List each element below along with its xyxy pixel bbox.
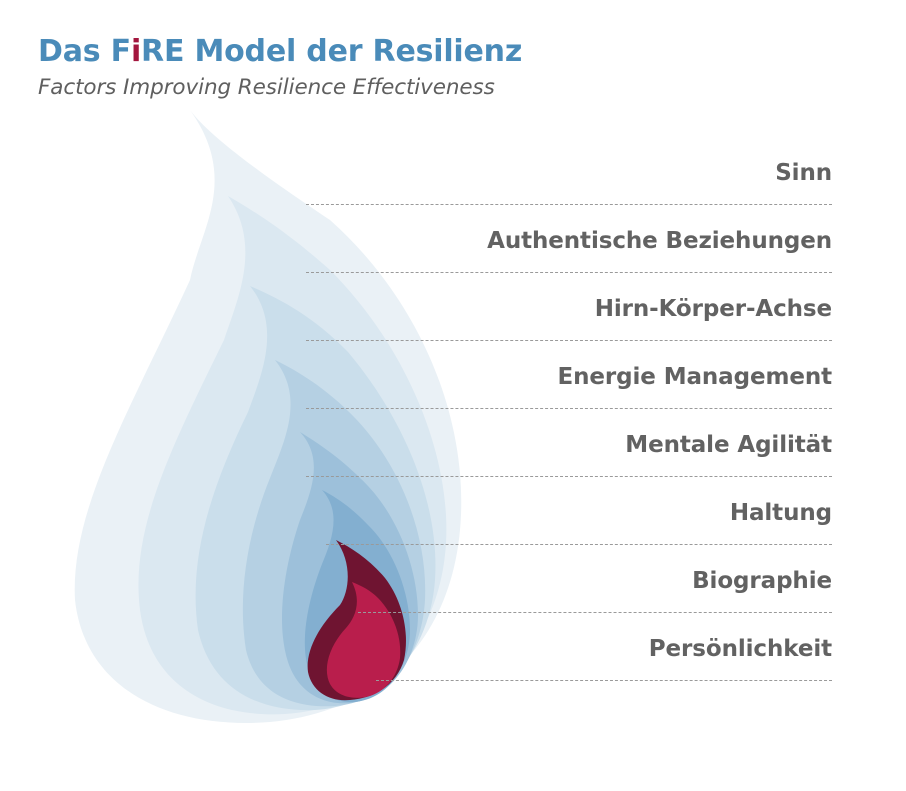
layer-label: Biographie	[692, 568, 832, 594]
layer-row: Authentische Beziehungen	[306, 205, 832, 273]
title-part2: RE Model der Resilienz	[141, 34, 523, 69]
layer-label: Mentale Agilität	[625, 432, 832, 458]
layer-row: Sinn	[306, 137, 832, 205]
title-highlight-letter: i	[130, 34, 142, 69]
layer-label: Haltung	[729, 500, 832, 526]
layer-row: Biographie	[358, 545, 832, 613]
page-title: Das FiRE Model der Resilienz	[38, 34, 522, 70]
layer-row: Mentale Agilität	[306, 409, 832, 477]
title-part1: Das F	[38, 34, 131, 69]
layer-label: Energie Management	[557, 364, 833, 390]
layer-label: Authentische Beziehungen	[487, 228, 832, 254]
page-subtitle: Factors Improving Resilience Effectivene…	[38, 75, 495, 100]
layer-label: Sinn	[775, 160, 832, 186]
layer-row: Hirn-Körper-Achse	[306, 273, 832, 341]
layer-label: Persönlichkeit	[648, 636, 832, 662]
layer-row: Persönlichkeit	[376, 613, 832, 681]
inner-flame-light	[326, 582, 401, 698]
layer-row: Haltung	[326, 477, 832, 545]
layer-label: Hirn-Körper-Achse	[594, 296, 832, 322]
layer-row: Energie Management	[306, 341, 832, 409]
